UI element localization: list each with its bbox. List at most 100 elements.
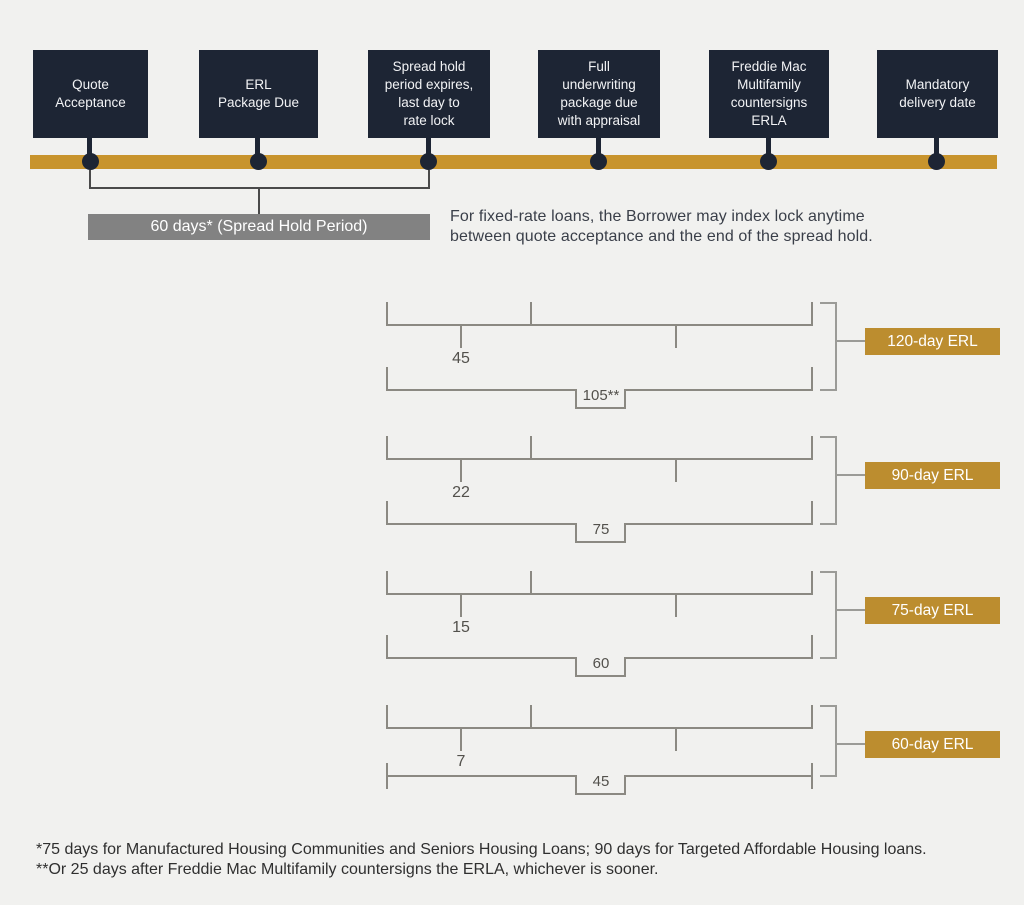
ruler-tick [460, 458, 462, 482]
ruler-tick [811, 501, 813, 525]
right-bracket [835, 705, 837, 777]
erl-section-60-day: 7 45 60-day ERL [386, 705, 1006, 817]
timeline-dot [250, 153, 267, 170]
ruler-tick [811, 367, 813, 391]
ruler-tick [386, 763, 388, 789]
lower-ruler-line [626, 523, 813, 525]
right-bracket [820, 389, 837, 391]
lower-ruler-line [626, 657, 813, 659]
index-lock-note: For fixed-rate loans, the Borrower may i… [450, 208, 873, 245]
lower-ruler-line [386, 657, 577, 659]
spread-hold-bracket-line [428, 170, 430, 189]
event-stem [766, 138, 771, 158]
upper-days-value: 22 [452, 484, 470, 501]
ruler-tick [811, 571, 813, 595]
ruler-tick [386, 367, 388, 391]
upper-ruler-line [386, 458, 813, 460]
right-bracket [820, 657, 837, 659]
ruler-tick [675, 324, 677, 348]
right-bracket [835, 302, 837, 391]
lower-ruler-line [386, 389, 577, 391]
ruler-tick [811, 763, 813, 789]
event-box-full-underwriting-package: Full underwriting package due with appra… [538, 50, 660, 138]
erl-label-60-day: 60-day ERL [865, 731, 1000, 758]
right-bracket [820, 436, 837, 438]
ruler-tick [386, 705, 388, 729]
ruler-tick [386, 302, 388, 326]
timeline-dot [928, 153, 945, 170]
lower-days-value: 75 [592, 521, 610, 538]
erl-label-120-day: 120-day ERL [865, 328, 1000, 355]
right-bracket [820, 571, 837, 573]
upper-ruler-line [386, 593, 813, 595]
event-box-spread-hold-expires: Spread hold period expires, last day to … [368, 50, 490, 138]
event-stem [934, 138, 939, 158]
right-bracket [835, 571, 837, 659]
event-stem [426, 138, 431, 158]
timeline-dot [760, 153, 777, 170]
lower-days-value: 105** [582, 387, 620, 404]
erl-section-75-day: 15 60 75-day ERL [386, 571, 1006, 683]
right-bracket-connector [837, 474, 865, 476]
ruler-tick [530, 705, 532, 729]
timeline-bar [30, 155, 997, 169]
right-bracket-connector [837, 609, 865, 611]
right-bracket-connector [837, 743, 865, 745]
erl-label-90-day: 90-day ERL [865, 462, 1000, 489]
upper-days-value: 15 [452, 619, 470, 636]
timeline-dot [420, 153, 437, 170]
ruler-tick [811, 436, 813, 460]
lower-days-value: 60 [592, 655, 610, 672]
ruler-tick [460, 593, 462, 617]
event-stem [596, 138, 601, 158]
lower-days-notch [575, 775, 626, 795]
ruler-tick [675, 727, 677, 751]
event-box-erl-package-due: ERL Package Due [199, 50, 318, 138]
ruler-tick [675, 593, 677, 617]
lower-ruler-line [626, 775, 813, 777]
upper-ruler-line [386, 727, 813, 729]
ruler-tick [530, 436, 532, 460]
event-box-quote-acceptance: Quote Acceptance [33, 50, 148, 138]
lower-days-notch [575, 657, 626, 677]
ruler-tick [460, 727, 462, 751]
right-bracket [820, 775, 837, 777]
upper-days-value: 7 [456, 753, 466, 770]
lower-days-notch [575, 389, 626, 409]
right-bracket [820, 705, 837, 707]
spread-hold-bracket-line [258, 189, 260, 215]
right-bracket [820, 523, 837, 525]
spread-hold-bracket-line [89, 170, 91, 189]
lower-days-notch [575, 523, 626, 543]
lower-ruler-line [626, 389, 813, 391]
lower-ruler-line [386, 523, 577, 525]
event-box-mandatory-delivery-date: Mandatory delivery date [877, 50, 998, 138]
ruler-tick [460, 324, 462, 348]
event-stem [255, 138, 260, 158]
lower-ruler-line [386, 775, 577, 777]
right-bracket [835, 436, 837, 525]
event-box-freddie-mac-countersigns: Freddie Mac Multifamily countersigns ERL… [709, 50, 829, 138]
upper-days-value: 45 [452, 350, 470, 367]
right-bracket [820, 302, 837, 304]
ruler-tick [386, 501, 388, 525]
erl-section-120-day: 45 105** 120-day ERL [386, 302, 1006, 414]
timeline-dot [590, 153, 607, 170]
erl-section-90-day: 22 75 90-day ERL [386, 436, 1006, 548]
ruler-tick [811, 302, 813, 326]
erl-label-75-day: 75-day ERL [865, 597, 1000, 624]
timeline-dot [82, 153, 99, 170]
ruler-tick [530, 571, 532, 595]
right-bracket-connector [837, 340, 865, 342]
ruler-tick [386, 436, 388, 460]
spread-hold-bracket-line [89, 187, 430, 189]
footnotes: *75 days for Manufactured Housing Commun… [36, 841, 927, 878]
ruler-tick [811, 635, 813, 659]
ruler-tick [530, 302, 532, 326]
ruler-tick [811, 705, 813, 729]
spread-hold-period-box: 60 days* (Spread Hold Period) [88, 214, 430, 240]
ruler-tick [675, 458, 677, 482]
upper-ruler-line [386, 324, 813, 326]
ruler-tick [386, 571, 388, 595]
